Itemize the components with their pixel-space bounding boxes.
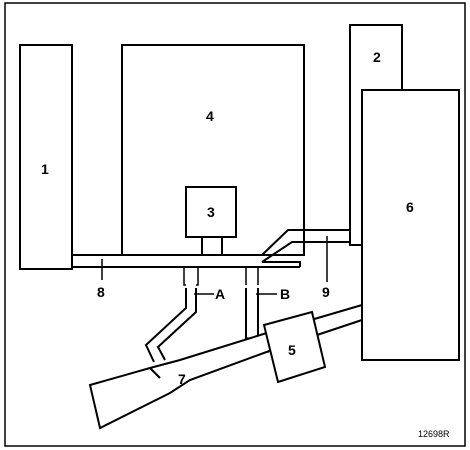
label-b: B [280, 286, 290, 302]
component-3-stem [201, 237, 223, 255]
diagram-border [4, 2, 466, 447]
label-7: 7 [178, 371, 186, 387]
component-1 [19, 44, 73, 270]
label-1: 1 [41, 161, 49, 177]
label-9: 9 [322, 284, 330, 300]
reference-number: 12698R [418, 429, 450, 439]
label-3: 3 [207, 204, 215, 220]
pipe-9 [235, 229, 350, 267]
component-3 [185, 186, 237, 238]
b-stem [245, 267, 259, 285]
component-5 [262, 310, 327, 384]
label-8: 8 [97, 284, 105, 300]
label-4: 4 [206, 108, 214, 124]
duct-7-bend [149, 367, 161, 379]
label-5: 5 [288, 342, 296, 358]
a-down-pipe [144, 288, 197, 363]
component-6 [361, 89, 460, 361]
label-a: A [215, 286, 225, 302]
label-6: 6 [406, 199, 414, 215]
a-stem [183, 267, 199, 286]
label-2: 2 [373, 49, 381, 65]
